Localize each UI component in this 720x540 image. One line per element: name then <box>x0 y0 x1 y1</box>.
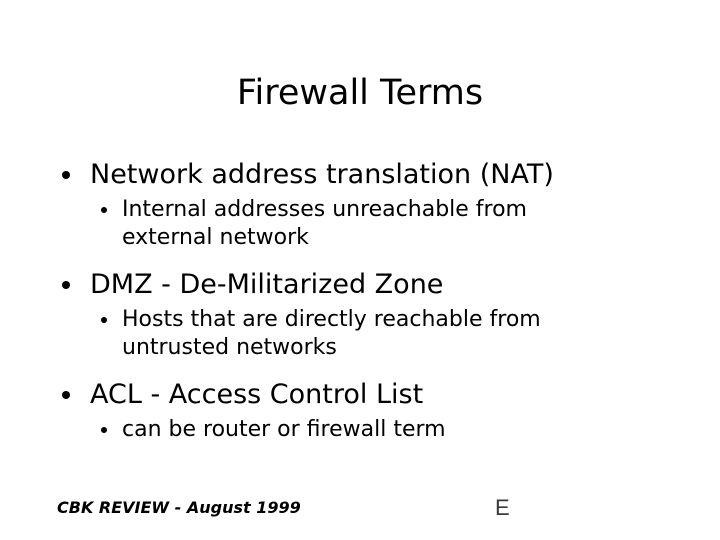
page-title: Firewall Terms <box>236 73 484 113</box>
list-item-level2-label: Internal addresses unreachable from exte… <box>122 197 527 250</box>
list-item-level1-label: Network address translation (NAT) <box>90 159 554 190</box>
spacer <box>0 362 720 378</box>
list-item-level1-label: DMZ - De-Militarized Zone <box>90 269 444 300</box>
list-item-level1: ACL - Access Control List <box>0 378 720 412</box>
bullet-group: Network address translation (NAT) Intern… <box>0 158 720 252</box>
bullet-dot-icon <box>62 171 70 179</box>
list-item-level2: can be router or firewall term <box>0 416 720 444</box>
bullet-list: Network address translation (NAT) Intern… <box>0 158 720 444</box>
bullet-dot-icon <box>101 207 107 213</box>
list-item-level2-label: Hosts that are directly reachable from u… <box>122 307 541 360</box>
bullet-group: DMZ - De-Militarized Zone Hosts that are… <box>0 268 720 362</box>
list-item-level1: DMZ - De-Militarized Zone <box>0 268 720 302</box>
list-item-level1: Network address translation (NAT) <box>0 158 720 192</box>
bullet-group: ACL - Access Control List can be router … <box>0 378 720 444</box>
list-item-level2: Hosts that are directly reachable from u… <box>0 306 720 362</box>
list-item-level2: Internal addresses unreachable from exte… <box>0 196 720 252</box>
bullet-dot-icon <box>101 427 107 433</box>
list-item-level2-label: can be router or firewall term <box>122 417 446 442</box>
spacer <box>0 252 720 268</box>
page-mark: E <box>495 495 510 520</box>
bullet-dot-icon <box>62 281 70 289</box>
footer-note: CBK REVIEW - August 1999 <box>57 498 301 517</box>
bullet-dot-icon <box>62 391 70 399</box>
bullet-dot-icon <box>101 317 107 323</box>
list-item-level1-label: ACL - Access Control List <box>90 379 424 410</box>
